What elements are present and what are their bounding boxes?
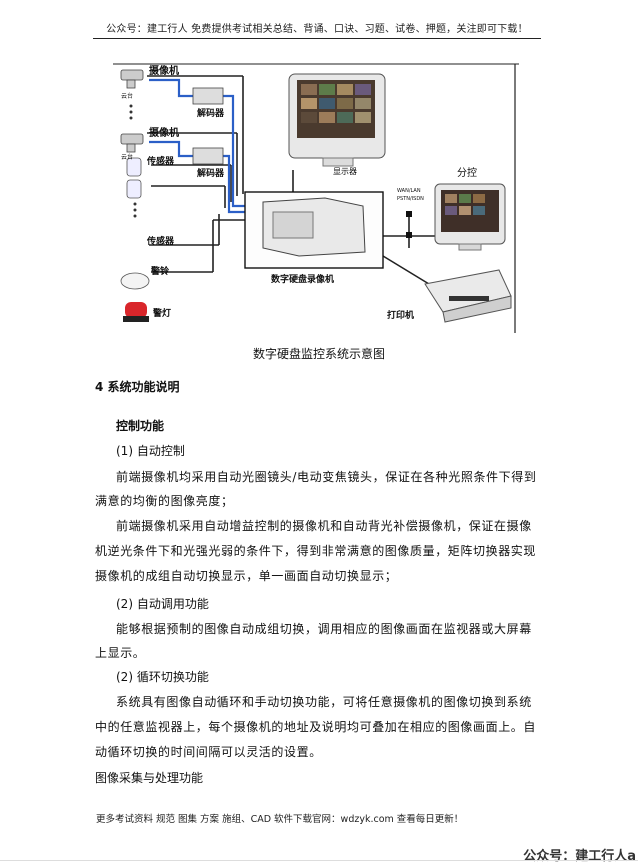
alarm-lamp-icon bbox=[123, 302, 149, 322]
camera-icon-1 bbox=[120, 69, 144, 89]
label-camera-1: 摄像机 bbox=[149, 64, 179, 77]
junction-2 bbox=[406, 232, 412, 238]
label-sub-control: 分控 bbox=[457, 166, 477, 179]
label-decoder-1: 解码器 bbox=[197, 107, 225, 119]
label-lamp: 警灯 bbox=[153, 307, 171, 319]
label-sensor-2: 传感器 bbox=[146, 235, 175, 247]
page-header: 公众号：建工行人 免费提供考试相关总结、背诵、口诀、习题、试卷、押题，关注即可下… bbox=[106, 24, 528, 35]
decoder-icon-1 bbox=[192, 87, 224, 105]
label-camera-2: 摄像机 bbox=[149, 126, 179, 139]
paragraph-4-line-2: 中的任意监视器上，每个摄像机的地址及说明均可叠加在相应的图像画面上。自 bbox=[95, 720, 537, 734]
monitor-icon bbox=[288, 73, 386, 167]
label-bell: 警铃 bbox=[151, 265, 170, 277]
label-pan-2: 云台 bbox=[121, 153, 133, 161]
label-pan-1: 云台 bbox=[121, 92, 133, 100]
label-pstn: PSTN/ISDN bbox=[397, 196, 424, 202]
label-network: WAN/LAN bbox=[397, 188, 421, 194]
decoder-icon-2 bbox=[192, 147, 224, 165]
sensor-icon-2 bbox=[126, 179, 142, 199]
dvr-icon bbox=[244, 191, 384, 269]
wiring bbox=[147, 75, 435, 285]
paragraph-3-line-1: 能够根据预制的图像自动成组切换，调用相应的图像画面在监视器或大屏幕 bbox=[116, 622, 532, 636]
paragraph-4-line-3: 动循环切换的时间间隔可以灵活的设置。 bbox=[95, 745, 322, 759]
system-diagram: 摄像机 云台 解码器 摄像机 云台 解码器 传感器 传感器 警铃 警灯 显示器 … bbox=[113, 56, 519, 333]
label-monitor: 显示器 bbox=[333, 167, 357, 176]
item-cyclic-switch: (2) 循环切换功能 bbox=[116, 670, 209, 684]
paragraph-1-line-1: 前端摄像机均采用自动光圈镜头/电动变焦镜头，保证在各种光照条件下得到 bbox=[116, 470, 537, 484]
page-footer: 更多考试资料 规范 图集 方案 施组、CAD 软件下载官网：wdzyk.com … bbox=[96, 814, 464, 825]
paragraph-2-line-2: 机逆光条件下和光强光弱的条件下，得到非常满意的图像质量，矩阵切换器实现 bbox=[95, 544, 537, 558]
item-auto-recall: (2) 自动调用功能 bbox=[116, 597, 209, 611]
label-dvr: 数字硬盘录像机 bbox=[271, 273, 334, 285]
label-printer: 打印机 bbox=[387, 309, 414, 321]
printer-icon bbox=[424, 269, 512, 323]
section-title: 4 系统功能说明 bbox=[95, 380, 180, 394]
subsection-title-control: 控制功能 bbox=[116, 419, 165, 433]
sub-monitor-icon bbox=[434, 183, 506, 251]
paragraph-1-line-2: 满意的均衡的图像亮度； bbox=[95, 494, 234, 508]
sensor-icon-1 bbox=[126, 157, 142, 177]
paragraph-2-line-3: 摄像机的成组自动切换显示，单一画面自动切换显示； bbox=[95, 569, 398, 583]
camera-icon-2 bbox=[120, 133, 144, 153]
video-cables bbox=[149, 78, 245, 214]
junction-1 bbox=[406, 211, 412, 217]
header-rule bbox=[93, 38, 541, 39]
figure-caption: 数字硬盘监控系统示意图 bbox=[252, 347, 385, 361]
watermark: 公众号：建工行人a bbox=[523, 849, 636, 864]
paragraph-3-line-2: 上显示。 bbox=[95, 646, 146, 660]
subsection-title-image: 图像采集与处理功能 bbox=[95, 771, 204, 785]
paragraph-4-line-1: 系统具有图像自动循环和手动切换功能，可将任意摄像机的图像切换到系统 bbox=[116, 695, 532, 709]
paragraph-2-line-1: 前端摄像机采用自动增益控制的摄像机和自动背光补偿摄像机，保证在摄像 bbox=[116, 519, 532, 533]
item-auto-control: (1) 自动控制 bbox=[116, 444, 185, 458]
alarm-bell-icon bbox=[120, 272, 150, 290]
label-decoder-2: 解码器 bbox=[197, 167, 225, 179]
label-sensor-1: 传感器 bbox=[146, 155, 175, 167]
